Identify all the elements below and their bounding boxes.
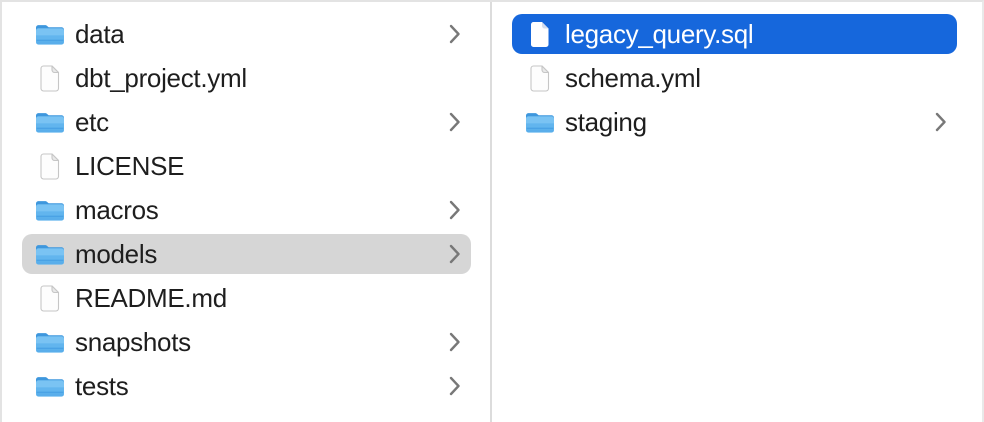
item-label: models bbox=[75, 238, 158, 269]
chevron-right-icon bbox=[934, 111, 947, 133]
item-readme-md[interactable]: README.md bbox=[22, 278, 471, 318]
item-label: snapshots bbox=[75, 326, 191, 357]
item-data[interactable]: data bbox=[22, 14, 471, 54]
item-label: etc bbox=[75, 106, 109, 137]
chevron-right-icon bbox=[448, 331, 461, 353]
item-license[interactable]: LICENSE bbox=[22, 146, 471, 186]
item-label: legacy_query.sql bbox=[565, 18, 754, 49]
item-models[interactable]: models bbox=[22, 234, 471, 274]
item-macros[interactable]: macros bbox=[22, 190, 471, 230]
chevron-right-icon bbox=[448, 199, 461, 221]
folder-icon bbox=[34, 331, 66, 354]
item-label: LICENSE bbox=[75, 150, 185, 181]
item-tests[interactable]: tests bbox=[22, 366, 471, 406]
document-icon bbox=[34, 64, 66, 92]
document-icon bbox=[34, 152, 66, 180]
document-icon bbox=[34, 284, 66, 312]
item-label: dbt_project.yml bbox=[75, 62, 247, 93]
item-dbt-project-yml[interactable]: dbt_project.yml bbox=[22, 58, 471, 98]
item-etc[interactable]: etc bbox=[22, 102, 471, 142]
item-label: staging bbox=[565, 106, 647, 137]
folder-icon bbox=[524, 111, 556, 134]
item-schema-yml[interactable]: schema.yml bbox=[512, 58, 957, 98]
chevron-right-icon bbox=[448, 111, 461, 133]
item-staging[interactable]: staging bbox=[512, 102, 957, 142]
item-label: macros bbox=[75, 194, 159, 225]
document-icon bbox=[524, 64, 556, 92]
folder-icon bbox=[34, 23, 66, 46]
folder-icon bbox=[34, 111, 66, 134]
browser-column-left[interactable]: data dbt_project.yml etc LICENSE macros … bbox=[2, 2, 490, 422]
item-label: data bbox=[75, 18, 125, 49]
item-legacy-query-sql[interactable]: legacy_query.sql bbox=[512, 14, 957, 54]
item-snapshots[interactable]: snapshots bbox=[22, 322, 471, 362]
column-divider[interactable] bbox=[490, 2, 492, 422]
chevron-right-icon bbox=[448, 375, 461, 397]
folder-icon bbox=[34, 199, 66, 222]
folder-icon bbox=[34, 243, 66, 266]
browser-column-right[interactable]: legacy_query.sql schema.yml staging bbox=[492, 2, 982, 422]
item-label: schema.yml bbox=[565, 62, 701, 93]
document-icon bbox=[524, 21, 556, 48]
item-label: tests bbox=[75, 370, 129, 401]
chevron-right-icon bbox=[448, 243, 461, 265]
item-label: README.md bbox=[75, 282, 227, 313]
folder-icon bbox=[34, 375, 66, 398]
chevron-right-icon bbox=[448, 23, 461, 45]
